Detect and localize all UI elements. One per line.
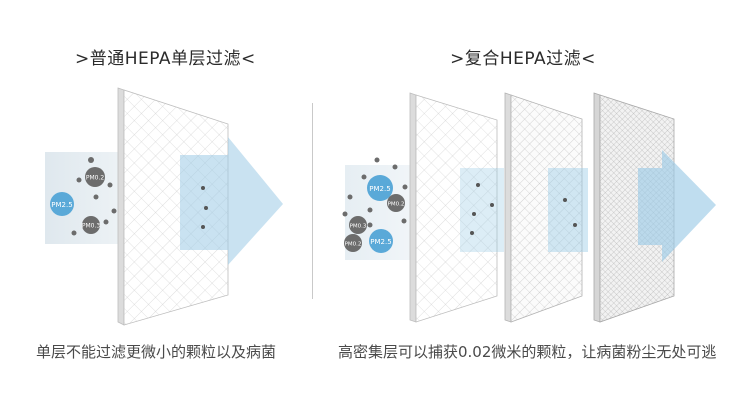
svg-text:PM0.2: PM0.2: [345, 242, 362, 248]
left-filter-edge: [118, 88, 124, 325]
svg-text:PM0.2: PM0.2: [388, 202, 405, 208]
pm-particle: PM2.5: [367, 175, 393, 201]
left-panel-caption: 单层不能过滤更微小的颗粒以及病菌: [36, 341, 276, 362]
pm-particle: PM0.2: [85, 167, 105, 187]
svg-text:PM2.5: PM2.5: [369, 185, 390, 193]
pm-particle: PM0.2: [344, 234, 362, 252]
airflow-block-2: [548, 168, 588, 252]
right-panel-caption: 高密集层可以捕获0.02微米的颗粒，让病菌粉尘无处可逃: [338, 341, 716, 362]
pm-particle: PM0.3: [349, 216, 367, 234]
filter-layer-3-edge: [594, 93, 600, 322]
pm-particle: PM2.5: [369, 229, 393, 253]
svg-text:PM2.5: PM2.5: [51, 201, 72, 209]
left-airflow-arrow: [180, 137, 283, 265]
pm-particle: PM2.5: [50, 192, 74, 216]
svg-text:PM0.3: PM0.3: [350, 224, 367, 230]
svg-text:PM2.5: PM2.5: [370, 238, 391, 246]
filter-layer-1-edge: [410, 93, 416, 322]
left-panel: PM0.2 PM2.5 PM0.3: [45, 88, 283, 325]
airflow-block-1: [460, 168, 504, 252]
filter-layer-2-edge: [505, 93, 511, 322]
svg-text:PM0.3: PM0.3: [82, 223, 101, 230]
right-panel: PM2.5 PM0.2 PM0.3 PM0.2 PM2.5: [343, 93, 717, 322]
pm-particle: PM0.2: [387, 194, 405, 212]
svg-text:PM0.2: PM0.2: [86, 175, 105, 182]
